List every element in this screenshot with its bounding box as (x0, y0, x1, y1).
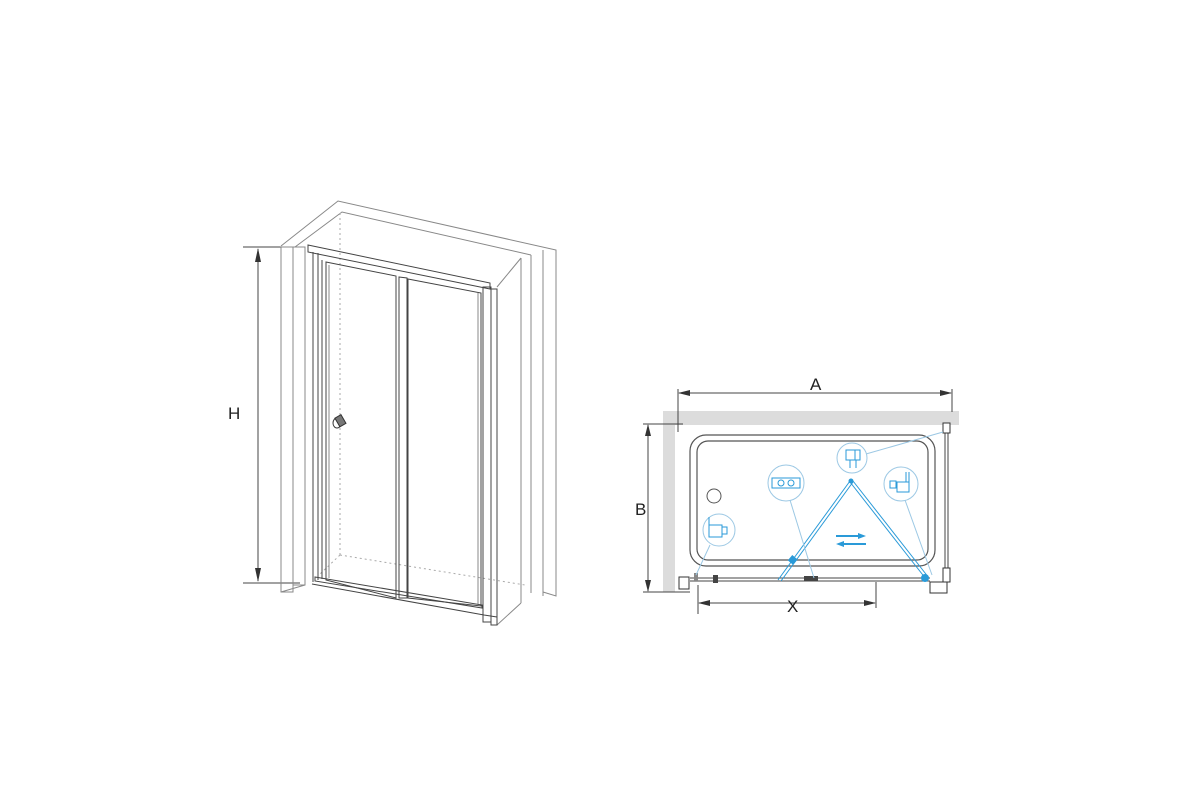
depth-label: B (635, 500, 646, 519)
opening-label: X (787, 597, 798, 616)
door-panel-right (398, 276, 482, 607)
sliding-direction-arrows-icon (836, 533, 866, 547)
corner-profile-detail-icon (883, 466, 919, 502)
plan-view: A B X (635, 375, 959, 616)
side-wall (663, 411, 675, 592)
glass-panels (678, 422, 951, 594)
height-label: H (228, 404, 240, 423)
drain-icon (706, 488, 722, 504)
back-wall (663, 411, 959, 425)
wall-outline (280, 200, 557, 626)
width-label: A (810, 375, 822, 394)
elevation-view: H (228, 200, 557, 626)
depth-dimension: B (635, 423, 690, 593)
shower-tray (689, 434, 936, 567)
opening-dimension: X (697, 582, 877, 616)
top-bracket-detail-icon (836, 442, 868, 474)
height-dimension: H (228, 246, 300, 584)
roller-detail-icon (767, 464, 805, 502)
width-dimension: A (677, 375, 953, 432)
callout-leaders (695, 431, 944, 579)
sliding-door-path (777, 478, 930, 582)
door-panel-left (325, 261, 397, 599)
wall-profile-detail-icon (702, 513, 736, 547)
door-handle-icon (332, 413, 347, 429)
door-frame (307, 244, 498, 626)
